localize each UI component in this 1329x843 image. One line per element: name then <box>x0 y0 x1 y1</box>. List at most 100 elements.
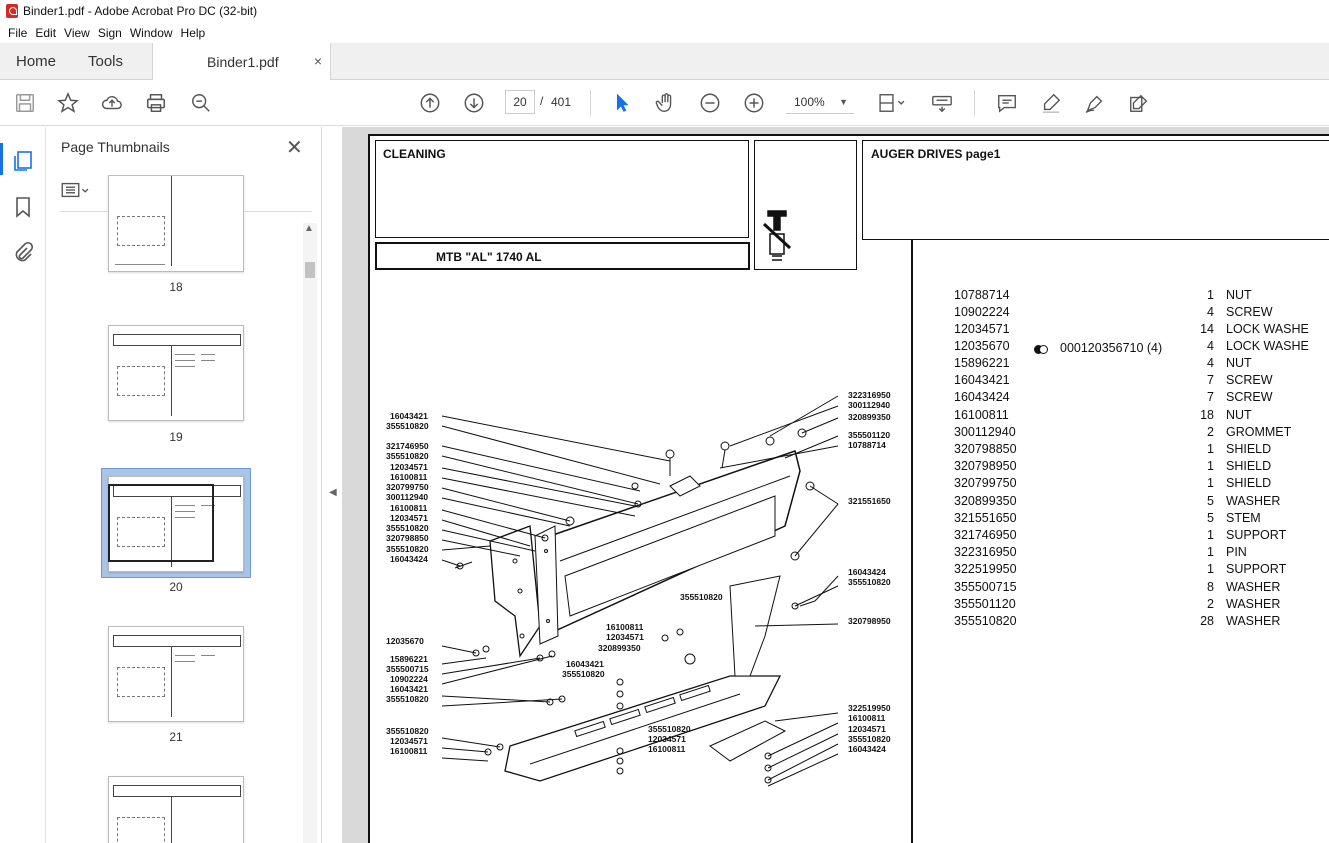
model-title: MTB "AL" 1740 AL <box>436 250 542 264</box>
menu-file[interactable]: File <box>8 25 28 40</box>
collapse-panel-icon[interactable]: ◀ <box>329 487 337 498</box>
visible-area-indicator[interactable] <box>108 484 214 562</box>
menu-sign[interactable]: Sign <box>97 25 122 40</box>
section-box <box>375 140 749 238</box>
symbol-box <box>754 140 857 270</box>
thumbnail-page-19[interactable] <box>108 325 244 421</box>
callout-label: 10902224 <box>390 674 428 684</box>
menu-view[interactable]: View <box>64 25 90 40</box>
auger-drive-symbol-icon <box>760 206 800 268</box>
callout-label: 16043424 <box>390 554 428 564</box>
callout-label: 355500715 <box>386 664 429 674</box>
attachment-icon[interactable] <box>11 241 35 265</box>
assembly-title: AUGER DRIVES page1 <box>871 147 1001 161</box>
tab-tools[interactable]: Tools <box>88 53 124 70</box>
callout-label: 320798950 <box>848 616 891 626</box>
select-cursor-icon[interactable] <box>610 91 634 115</box>
callout-label: 16100811 <box>390 503 428 513</box>
callout-label: 16043421 <box>390 411 428 421</box>
callout-label: 320799750 <box>386 482 429 492</box>
thumbnail-label: 20 <box>169 580 183 594</box>
tab-home[interactable]: Home <box>16 53 57 70</box>
thumbnail-page-21[interactable] <box>108 626 244 722</box>
zoom-out-icon[interactable] <box>698 91 722 115</box>
callout-label: 16043424 <box>848 567 886 577</box>
section-title: CLEANING <box>383 147 446 161</box>
next-page-icon[interactable] <box>462 91 486 115</box>
panel-title: Page Thumbnails <box>61 139 170 155</box>
print-icon[interactable] <box>144 91 168 115</box>
cloud-upload-icon[interactable] <box>100 91 124 115</box>
hand-tool-icon[interactable] <box>654 91 678 115</box>
comment-icon[interactable] <box>995 91 1019 115</box>
thumbnail-options-icon[interactable] <box>60 179 89 203</box>
page-fit-icon[interactable] <box>874 91 910 115</box>
callout-label: 300112940 <box>848 400 891 410</box>
tab-bar: Home Tools Binder1.pdf × <box>0 43 1329 80</box>
document-tab-label: Binder1.pdf <box>207 54 279 70</box>
zoom-in-icon[interactable] <box>742 91 766 115</box>
bookmark-icon[interactable] <box>11 195 35 219</box>
active-indicator <box>0 143 3 175</box>
star-icon[interactable] <box>56 91 80 115</box>
callout-label: 320798850 <box>386 533 429 543</box>
edit-stamp-icon[interactable] <box>1127 91 1151 115</box>
thumbnail-page-18[interactable] <box>108 175 244 272</box>
zoom-level-value: 100% <box>794 95 825 109</box>
menu-edit[interactable]: Edit <box>35 25 57 40</box>
chevron-down-icon: ▼ <box>839 97 848 107</box>
document-view[interactable]: CLEANING MTB "AL" 1740 AL AUGER DRIVES p… <box>342 127 1329 843</box>
callout-label: 12034571 <box>390 462 428 472</box>
thumbnail-page-22[interactable] <box>108 776 244 843</box>
keyboard-icon[interactable] <box>930 91 954 115</box>
callout-label: 12034571 <box>606 632 644 642</box>
callout-label: 12035670 <box>386 636 424 646</box>
highlight-pen-icon[interactable] <box>1039 91 1063 115</box>
callout-label: 16100811 <box>606 622 644 632</box>
thumbnail-label: 21 <box>169 730 183 744</box>
callout-label: 355510820 <box>386 421 429 431</box>
tab-document[interactable]: Binder1.pdf × <box>152 43 331 80</box>
page-total: 401 <box>551 95 572 109</box>
page-thumbnails-icon[interactable] <box>11 149 35 173</box>
left-navigation-rail <box>0 127 46 843</box>
callout-label: 322519950 <box>848 703 891 713</box>
callout-label: 355510820 <box>648 724 691 734</box>
callout-label: 16100811 <box>390 472 428 482</box>
callout-label: 321746950 <box>386 441 429 451</box>
search-zoom-icon[interactable] <box>189 91 213 115</box>
toolbar-divider <box>590 90 591 116</box>
menu-bar: File Edit View Sign Window Help <box>0 22 1329 43</box>
callout-label: 12034571 <box>390 513 428 523</box>
callout-label: 12034571 <box>390 736 428 746</box>
thumbnail-label: 18 <box>169 280 183 294</box>
zoom-level-dropdown[interactable]: 100% ▼ <box>786 90 854 114</box>
scroll-up-icon[interactable]: ▲ <box>304 223 314 234</box>
model-box <box>375 242 750 270</box>
callout-label: 355510820 <box>386 544 429 554</box>
thumbnail-page-20[interactable] <box>108 476 244 572</box>
page-separator: / <box>540 94 544 108</box>
callout-label: 355510820 <box>848 577 891 587</box>
callout-label: 355510820 <box>386 523 429 533</box>
save-icon[interactable] <box>13 91 37 115</box>
draw-pen-icon[interactable] <box>1083 91 1107 115</box>
menu-help[interactable]: Help <box>180 25 206 40</box>
callout-label: 355501120 <box>848 430 891 440</box>
callout-label: 12034571 <box>648 734 686 744</box>
callout-label: 355510820 <box>386 726 429 736</box>
thumbnail-label: 19 <box>169 430 183 444</box>
thumbnail-scrollbar[interactable] <box>303 223 317 843</box>
previous-page-icon[interactable] <box>418 91 442 115</box>
menu-window[interactable]: Window <box>129 25 173 40</box>
toolbar-divider <box>974 90 975 116</box>
close-panel-icon[interactable]: ✕ <box>286 137 303 159</box>
close-tab-icon[interactable]: × <box>313 53 322 69</box>
callout-label: 355510820 <box>386 694 429 704</box>
scrollbar-thumb[interactable] <box>305 262 315 278</box>
window-title: Binder1.pdf - Adobe Acrobat Pro DC (32-b… <box>23 4 258 18</box>
page-number-input[interactable]: 20 <box>505 90 535 114</box>
callout-label: 355510820 <box>680 592 723 602</box>
acrobat-logo-icon <box>6 4 18 18</box>
title-bar: Binder1.pdf - Adobe Acrobat Pro DC (32-b… <box>0 0 1329 22</box>
